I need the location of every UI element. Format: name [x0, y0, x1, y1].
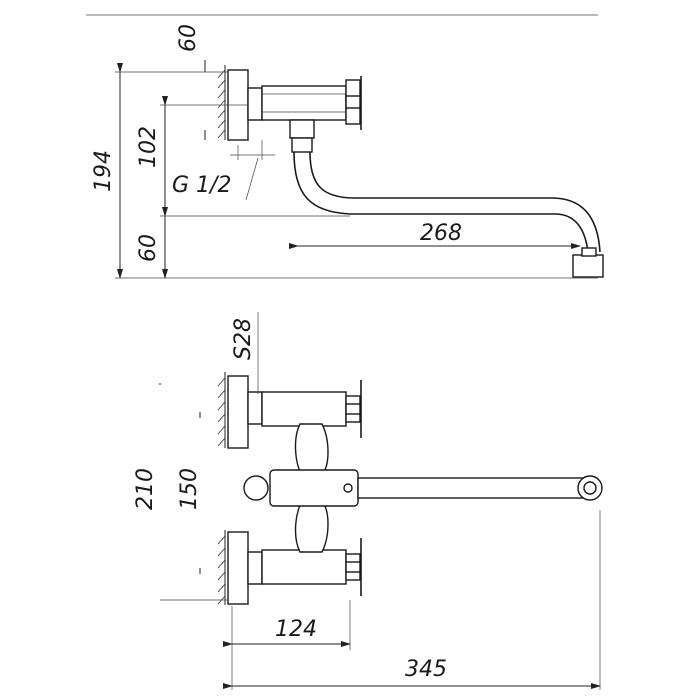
dim-thread: G 1/2	[172, 173, 231, 198]
wall-hatch-top	[217, 65, 226, 140]
valve-body-side	[261, 85, 347, 121]
lower-flange	[227, 531, 249, 605]
spout-tube-top	[357, 477, 591, 499]
dim-center-distance: 150	[177, 468, 202, 510]
upper-arm	[294, 423, 329, 475]
spout-tube-side	[293, 151, 589, 253]
spout-swivel	[289, 119, 315, 139]
dim-body-height: 210	[133, 468, 158, 510]
mixer-screw	[343, 483, 353, 493]
dim-mid-height: 102	[136, 126, 161, 168]
wall-hatch-upper	[217, 372, 226, 448]
dim-overall-depth: 345	[405, 657, 447, 682]
dim-bottom-offset: 60	[136, 234, 161, 262]
mixer-knob	[243, 475, 269, 501]
dim-nut-size: S28	[231, 318, 256, 360]
upper-valve-body	[261, 391, 347, 427]
wall-hatch-lower	[217, 530, 226, 605]
lower-valve-body	[261, 549, 347, 585]
dim-body-depth: 124	[275, 617, 317, 642]
dim-overall-height: 194	[91, 150, 116, 192]
aerator-side	[572, 254, 604, 278]
eccentric-connector	[247, 87, 263, 121]
upper-flange	[227, 375, 249, 449]
top-view: S28 210 150 124 345	[133, 312, 603, 690]
lower-arm	[294, 501, 329, 553]
dim-spout-reach: 268	[420, 221, 462, 246]
side-view: 60 194 102 60 G 1/2 268	[91, 24, 604, 279]
dim-top-offset: 60	[176, 24, 201, 52]
